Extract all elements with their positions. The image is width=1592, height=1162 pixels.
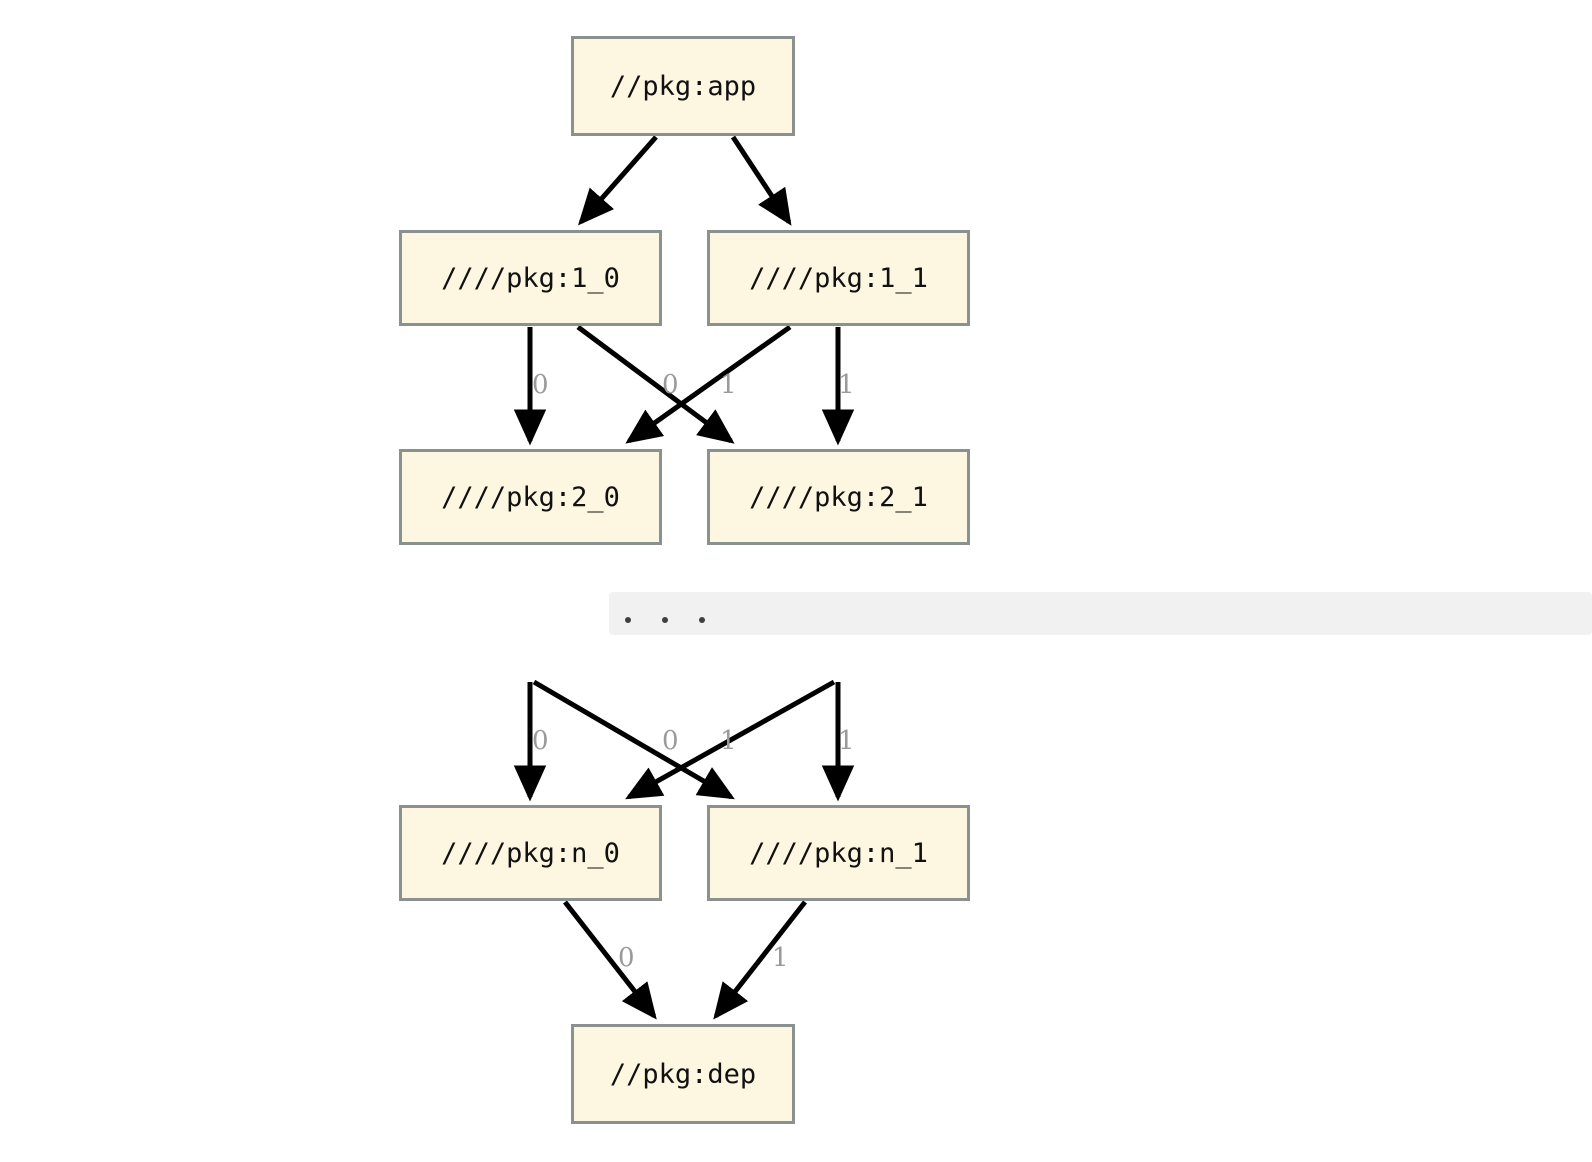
edge-label-1_1-2_0: 1 (720, 370, 737, 400)
edge-label-n_0-dep: 0 (618, 943, 635, 973)
node-label: ////pkg:2_0 (441, 481, 620, 513)
edge-label-elided-n_1-a: 0 (662, 726, 679, 756)
edge-n_1-to-dep (713, 900, 807, 1020)
edge-label-elided-n_1-b: 1 (838, 726, 855, 756)
node-label: //pkg:app (609, 70, 757, 102)
node-label: ////pkg:1_0 (441, 262, 620, 294)
edge-1_1-to-2_0 (625, 324, 792, 444)
edge-label-1_1-2_1: 1 (838, 370, 855, 400)
edge-label-elided-n_0-a: 0 (532, 726, 549, 756)
node-pkg-1_1[interactable]: ////pkg:1_1 (707, 230, 970, 326)
edge-label-1_0-2_0: 0 (532, 370, 549, 400)
node-pkg-dep[interactable]: //pkg:dep (571, 1024, 795, 1124)
edge-app-to-1_1 (730, 135, 792, 226)
ellipsis-dot-3 (699, 617, 705, 623)
node-label: ////pkg:n_1 (749, 837, 928, 869)
edge-label-1_0-2_1: 0 (662, 370, 679, 400)
node-label: //pkg:dep (609, 1058, 757, 1090)
ellipsis-dot-2 (662, 617, 668, 623)
node-pkg-n_0[interactable]: ////pkg:n_0 (399, 805, 662, 901)
node-label: ////pkg:n_0 (441, 837, 620, 869)
node-pkg-2_0[interactable]: ////pkg:2_0 (399, 449, 662, 545)
node-pkg-app[interactable]: //pkg:app (571, 36, 795, 136)
ellipsis-dot-1 (625, 617, 631, 623)
edge-elided-to-n_1-a (532, 679, 735, 800)
node-pkg-1_0[interactable]: ////pkg:1_0 (399, 230, 662, 326)
node-pkg-n_1[interactable]: ////pkg:n_1 (707, 805, 970, 901)
edge-app-to-1_0 (578, 135, 658, 226)
edge-elided-to-n_0-b (625, 679, 836, 800)
node-label: ////pkg:1_1 (749, 262, 928, 294)
edge-n_0-to-dep (563, 900, 657, 1020)
edge-label-n_1-dep: 1 (772, 943, 789, 973)
edge-1_0-to-2_1 (576, 324, 735, 444)
ellipsis-dots (609, 617, 705, 635)
node-label: ////pkg:2_1 (749, 481, 928, 513)
edge-label-elided-n_0-b: 1 (720, 726, 737, 756)
node-pkg-2_1[interactable]: ////pkg:2_1 (707, 449, 970, 545)
elided-levels-indicator (609, 592, 1592, 635)
